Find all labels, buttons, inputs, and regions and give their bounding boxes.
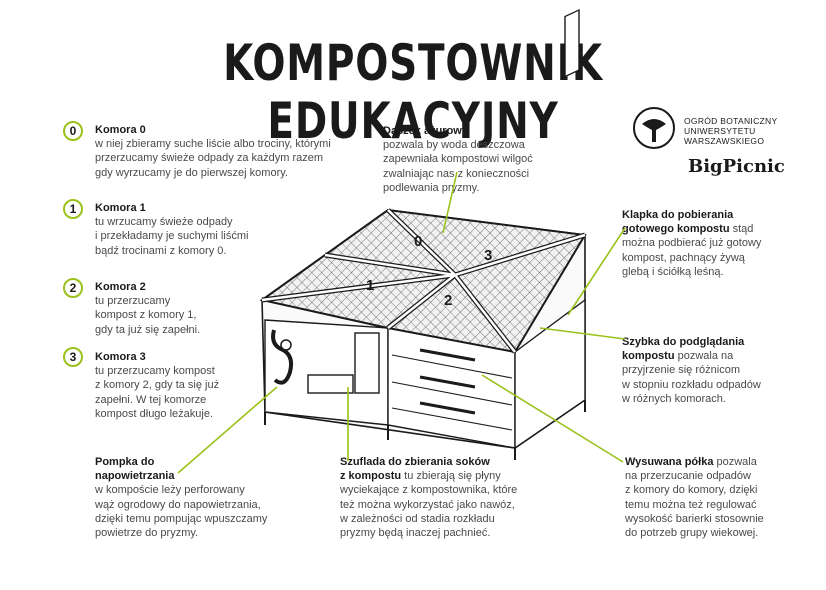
shelf-handles xyxy=(419,348,476,415)
window-annotation: Szybka do podglądania kompostu pozwala n… xyxy=(622,336,761,405)
bigpicnic-logo: BigPicnic xyxy=(688,156,785,177)
chamber-2-badge: 2 xyxy=(63,278,83,298)
compost-flap xyxy=(564,8,580,78)
chamber-3-badge: 3 xyxy=(63,347,83,367)
botanical-garden-logo xyxy=(633,107,675,149)
illustration-label-1: 1 xyxy=(366,277,374,294)
pump-annotation: Pompka do napowietrzania w kompoście leż… xyxy=(95,456,268,540)
flap-annotation: Klapka do pobierania gotowego kompostu s… xyxy=(622,209,762,278)
chamber-0-badge: 0 xyxy=(63,121,83,141)
chamber-1-badge: 1 xyxy=(63,199,83,219)
shelf-boards xyxy=(391,354,513,431)
garden-name: OGRÓD BOTANICZNY UNIWERSYTETU WARSZAWSKI… xyxy=(684,116,778,146)
illustration-label-2: 2 xyxy=(444,292,452,309)
shelf-annotation: Wysuwana półka pozwala na przerzucanie o… xyxy=(625,456,764,540)
page-title: KOMPOSTOWNIK EDUKACYJNY xyxy=(223,34,603,150)
aeration-pump xyxy=(271,329,294,385)
juice-drawer xyxy=(307,374,354,394)
illustration-label-3: 3 xyxy=(484,247,492,264)
roof-annotation: Daszek ażurowy pozwala by woda deszczowa… xyxy=(383,125,533,194)
drawer-annotation: Szuflada do zbierania soków z kompostu t… xyxy=(340,456,518,540)
viewing-window xyxy=(354,332,380,394)
chamber-0-text: Komora 0 w niej zbieramy suche liście al… xyxy=(95,124,331,179)
illustration-label-0: 0 xyxy=(414,233,422,250)
leader-lines xyxy=(177,171,626,474)
